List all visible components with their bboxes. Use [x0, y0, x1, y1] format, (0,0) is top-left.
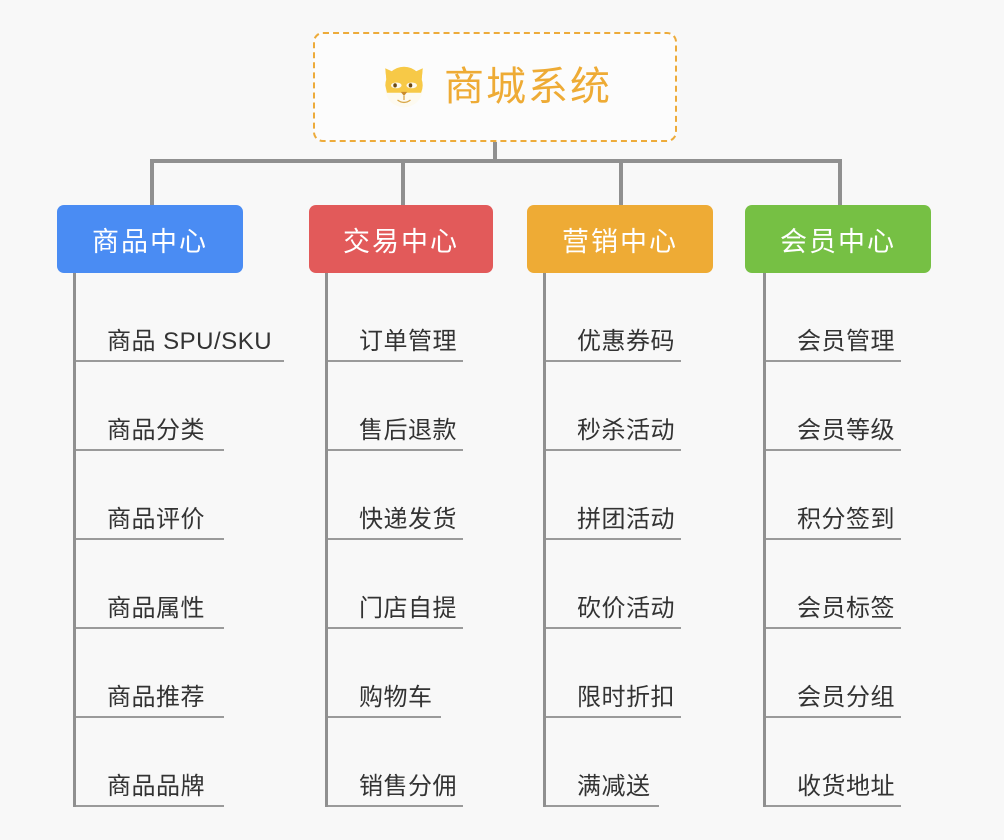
category-label: 会员中心 — [780, 226, 896, 257]
leaf-item[interactable]: 会员管理 — [766, 273, 901, 362]
leaf-item-label: 会员管理 — [797, 328, 895, 356]
category-label: 商品中心 — [92, 226, 208, 257]
leaf-item-label: 商品属性 — [107, 595, 205, 623]
connector-horizontal-bus — [150, 159, 842, 163]
leaf-item-label: 会员分组 — [797, 684, 895, 712]
category-box-marketing-center[interactable]: 营销中心 — [527, 205, 713, 273]
leaf-item-label: 会员标签 — [797, 595, 895, 623]
leaf-item-label: 积分签到 — [797, 506, 895, 534]
leaf-item-label: 商品评价 — [107, 506, 205, 534]
category-box-product-center[interactable]: 商品中心 — [57, 205, 243, 273]
leaf-column-product-center: 商品 SPU/SKU 商品分类商品评价商品属性商品推荐商品品牌 — [73, 273, 284, 807]
column-spine — [763, 273, 766, 807]
category-label: 营销中心 — [562, 226, 678, 257]
leaf-item-label: 订单管理 — [359, 328, 457, 356]
leaf-item[interactable]: 购物车 — [328, 629, 441, 718]
column-spine — [325, 273, 328, 807]
leaf-item[interactable]: 砍价活动 — [546, 540, 681, 629]
leaf-item-label: 拼团活动 — [577, 506, 675, 534]
leaf-item[interactable]: 限时折扣 — [546, 629, 681, 718]
leaf-item-label: 砍价活动 — [577, 595, 675, 623]
leaf-item-label: 门店自提 — [359, 595, 457, 623]
leaf-item[interactable]: 秒杀活动 — [546, 362, 681, 451]
column-spine — [543, 273, 546, 807]
root-node[interactable]: 商城系统 — [313, 32, 677, 142]
leaf-item-label: 收货地址 — [797, 773, 895, 801]
column-spine — [73, 273, 76, 807]
leaf-item-label: 满减送 — [577, 773, 651, 801]
connector-drop-4 — [838, 159, 842, 207]
leaf-column-marketing-center: 优惠券码秒杀活动拼团活动砍价活动限时折扣满减送 — [543, 273, 681, 807]
leaf-item[interactable]: 积分签到 — [766, 451, 901, 540]
leaf-item-label: 快递发货 — [359, 506, 457, 534]
leaf-column-member-center: 会员管理会员等级积分签到会员标签会员分组收货地址 — [763, 273, 901, 807]
leaf-column-trade-center: 订单管理售后退款快递发货门店自提购物车销售分佣 — [325, 273, 463, 807]
leaf-item-label: 优惠券码 — [577, 328, 675, 356]
connector-drop-1 — [150, 159, 154, 207]
leaf-item[interactable]: 优惠券码 — [546, 273, 681, 362]
leaf-item[interactable]: 满减送 — [546, 718, 659, 807]
leaf-item[interactable]: 订单管理 — [328, 273, 463, 362]
leaf-item-label: 秒杀活动 — [577, 417, 675, 445]
leaf-item-label: 购物车 — [359, 684, 433, 712]
leaf-item-label: 商品 SPU/SKU — [107, 328, 273, 356]
leaf-item[interactable]: 售后退款 — [328, 362, 463, 451]
category-box-member-center[interactable]: 会员中心 — [745, 205, 931, 273]
connector-drop-2 — [401, 159, 405, 207]
leaf-item[interactable]: 商品属性 — [76, 540, 224, 629]
root-title: 商城系统 — [444, 65, 612, 109]
leaf-item[interactable]: 销售分佣 — [328, 718, 463, 807]
connector-root-stem — [493, 142, 497, 163]
leaf-item-label: 销售分佣 — [359, 773, 457, 801]
leaf-item-label: 商品推荐 — [107, 684, 205, 712]
leaf-item-label: 会员等级 — [797, 417, 895, 445]
category-box-trade-center[interactable]: 交易中心 — [309, 205, 493, 273]
leaf-item[interactable]: 商品推荐 — [76, 629, 224, 718]
leaf-item[interactable]: 快递发货 — [328, 451, 463, 540]
leaf-item-label: 限时折扣 — [577, 684, 675, 712]
leaf-item[interactable]: 会员标签 — [766, 540, 901, 629]
leaf-item[interactable]: 商品分类 — [76, 362, 224, 451]
leaf-item[interactable]: 商品评价 — [76, 451, 224, 540]
leaf-item[interactable]: 商品品牌 — [76, 718, 224, 807]
leaf-item-label: 商品分类 — [107, 417, 205, 445]
leaf-item[interactable]: 会员分组 — [766, 629, 901, 718]
leaf-item[interactable]: 门店自提 — [328, 540, 463, 629]
leaf-item[interactable]: 会员等级 — [766, 362, 901, 451]
leaf-item[interactable]: 收货地址 — [766, 718, 901, 807]
leaf-item[interactable]: 拼团活动 — [546, 451, 681, 540]
category-label: 交易中心 — [343, 226, 459, 257]
leaf-item[interactable]: 商品 SPU/SKU — [76, 273, 284, 362]
connector-drop-3 — [619, 159, 623, 207]
shiba-dog-icon — [385, 66, 423, 108]
leaf-item-label: 售后退款 — [359, 417, 457, 445]
leaf-item-label: 商品品牌 — [107, 773, 205, 801]
